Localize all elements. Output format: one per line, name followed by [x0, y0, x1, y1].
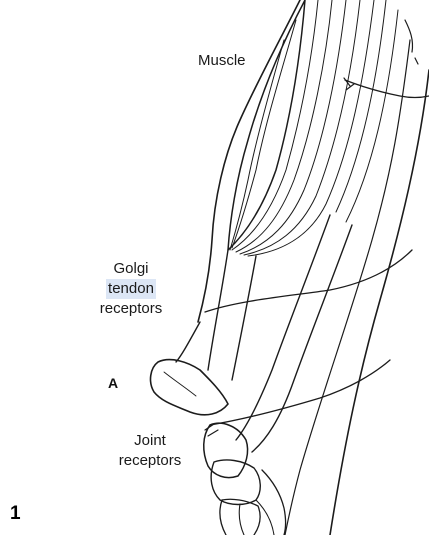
upper-arm-outline	[198, 0, 300, 322]
panel-letter: A	[108, 375, 118, 391]
wrist-bones	[204, 423, 248, 477]
nerve-fiber-tendon	[205, 250, 412, 312]
label-joint-line1: Joint	[108, 431, 192, 451]
arm-outline-right	[330, 70, 429, 535]
label-golgi-tendon-receptors: Golgi tendon receptors	[76, 259, 186, 319]
label-joint-receptors: Joint receptors	[108, 431, 192, 471]
elbow-bone	[151, 360, 228, 415]
label-joint-line2: receptors	[108, 451, 192, 471]
nerve-fiber-joint	[210, 360, 390, 425]
figure-number: 1	[10, 503, 21, 525]
label-golgi-line3: receptors	[76, 299, 186, 319]
label-golgi-line1: Golgi	[76, 259, 186, 279]
label-golgi-line2: tendon	[76, 279, 186, 299]
label-muscle: Muscle	[198, 51, 246, 71]
highlighted-word: tendon	[106, 279, 156, 299]
